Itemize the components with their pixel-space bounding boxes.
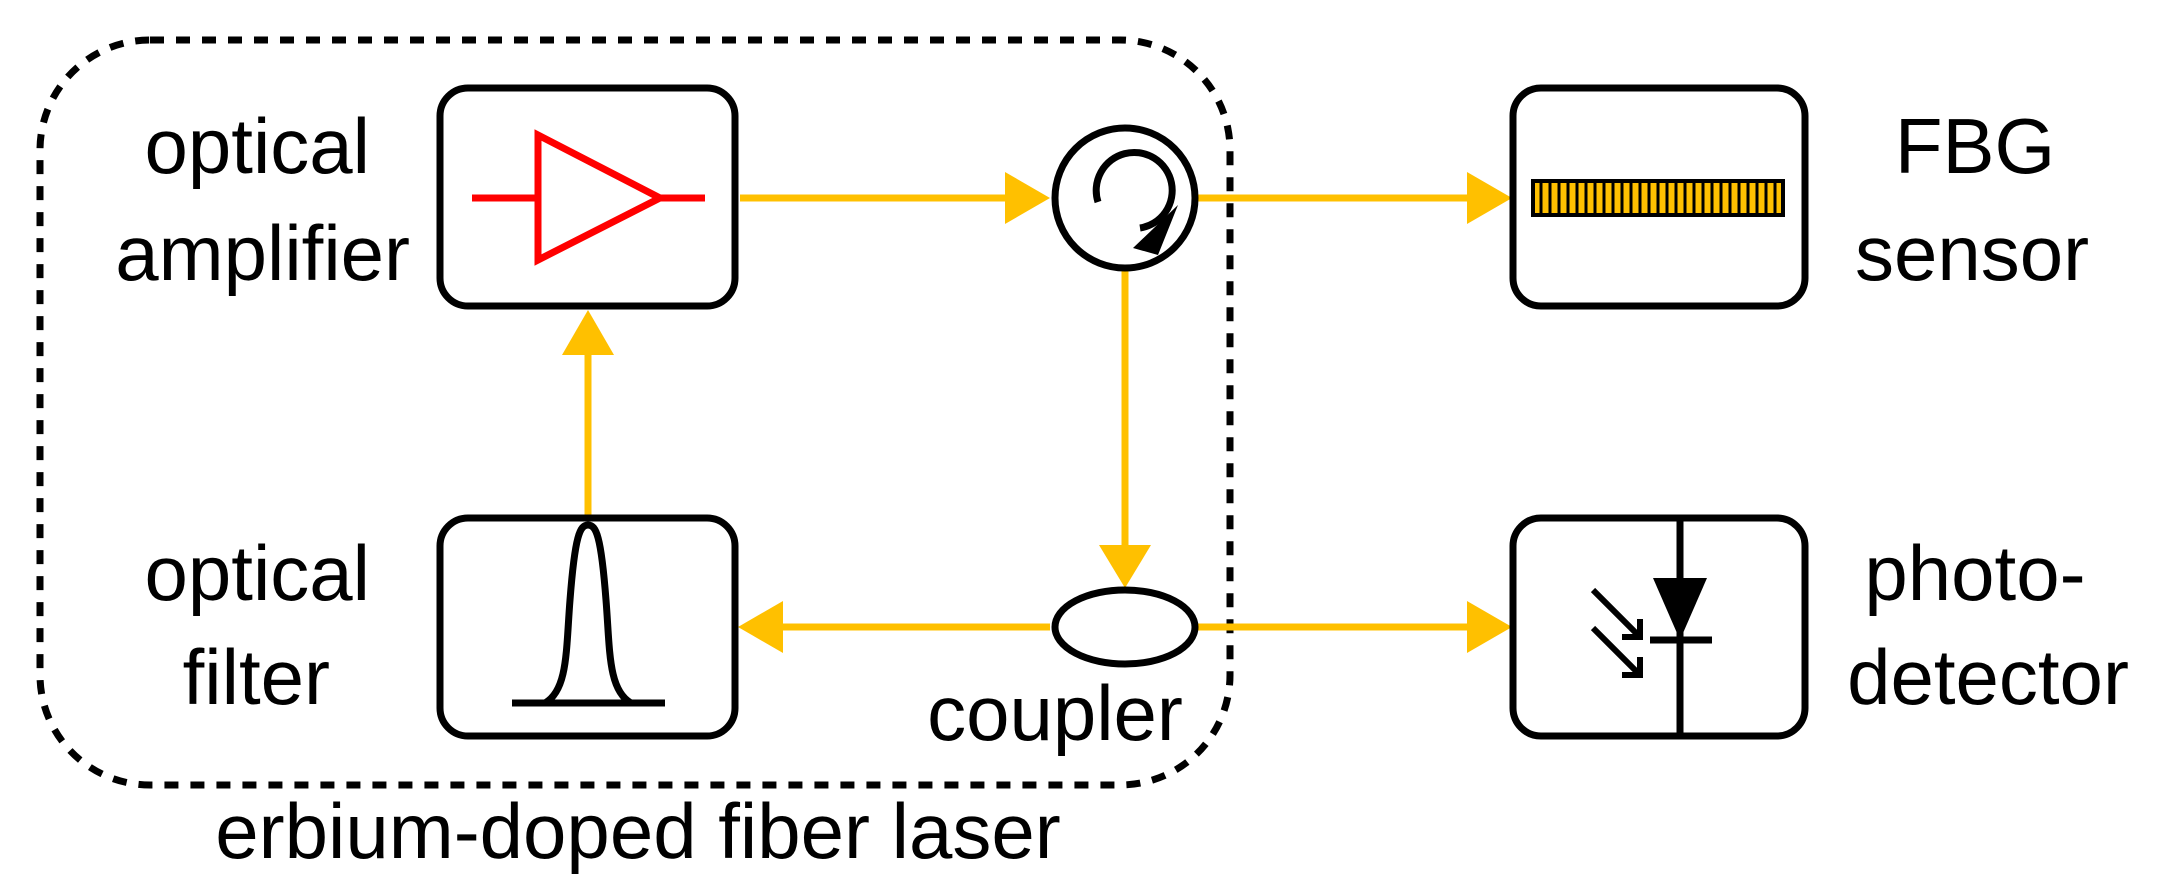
coupler-label: coupler	[927, 669, 1183, 757]
fiber-bragg-grating-icon	[1531, 179, 1785, 217]
arrowhead-filter	[738, 601, 783, 653]
arrowhead-fbg	[1467, 172, 1512, 224]
photodetector-block	[1509, 514, 1809, 740]
coupler-ellipse-icon	[1051, 586, 1199, 668]
filter-label-line2: filter	[183, 633, 330, 721]
optical-amplifier-block	[436, 84, 739, 310]
enclosure-label: erbium-doped fiber laser	[215, 787, 1060, 875]
fbg-label-line1: FBG	[1895, 102, 2055, 190]
optical-filter-block	[436, 514, 739, 740]
amplifier-label-line2: amplifier	[115, 209, 410, 297]
arrowhead-circulator-in	[1005, 172, 1050, 224]
laser-enclosure	[36, 36, 1234, 789]
fbg-label-line2: sensor	[1855, 209, 2089, 297]
filter-label-line1: optical	[145, 529, 370, 617]
amplifier-triangle-icon	[472, 129, 705, 266]
circulator-icon	[1051, 124, 1199, 272]
photodetector-label-line2: detector	[1847, 633, 2129, 721]
photodetector-label-line1: photo-	[1864, 529, 2085, 617]
photodiode-icon	[1590, 520, 1712, 734]
fbg-sensor-block	[1509, 84, 1809, 310]
amplifier-label-line1: optical	[145, 102, 370, 190]
arrowhead-amplifier	[562, 310, 614, 355]
arrowhead-coupler	[1099, 545, 1151, 588]
bandpass-filter-peak-icon	[512, 521, 665, 707]
arrowhead-photodetector	[1467, 601, 1512, 653]
